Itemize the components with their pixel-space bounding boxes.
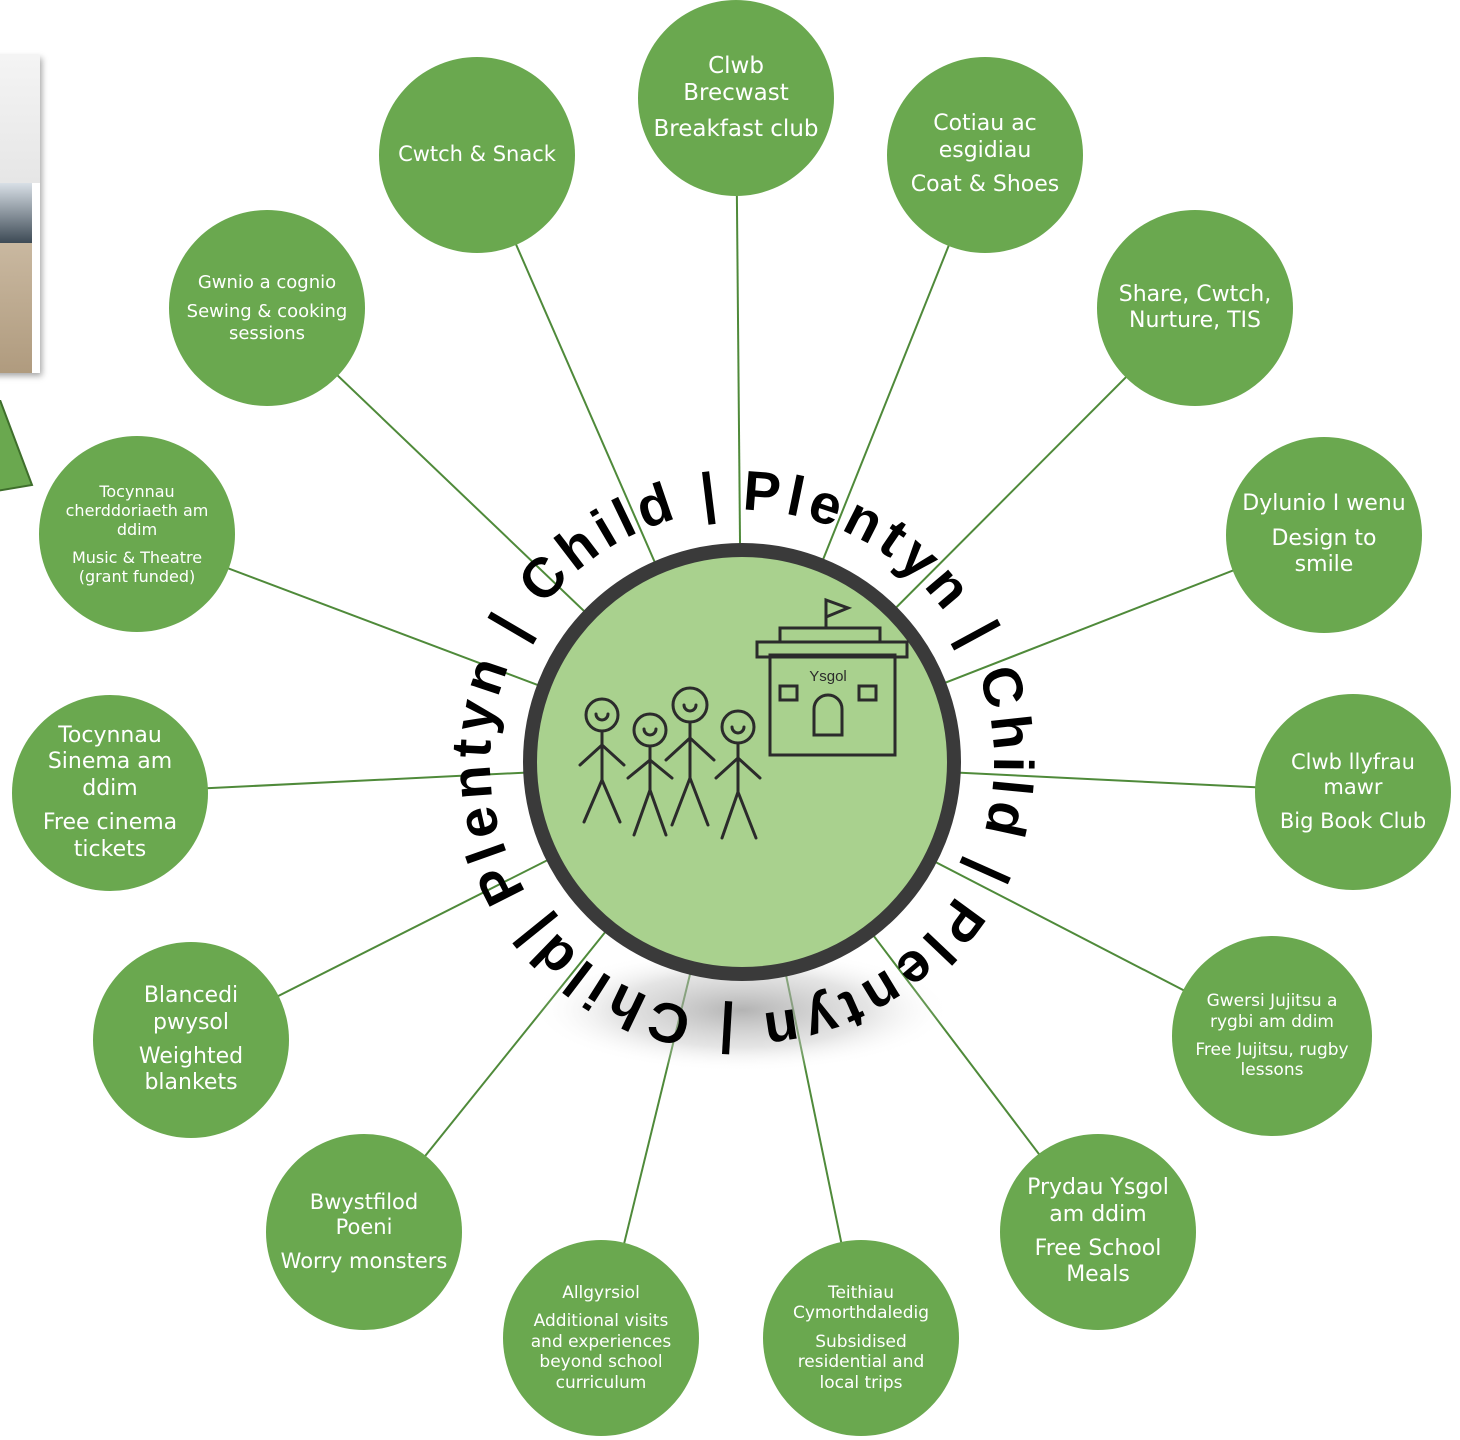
bubble-welsh-label: Share, Cwtch, Nurture, TIS bbox=[1118, 281, 1272, 333]
bubble-welsh-label: Bwystfilod Poeni bbox=[309, 1190, 419, 1240]
bubble-welsh-label: Clwb Brecwast bbox=[683, 52, 789, 107]
bubble-english-label: Worry monsters bbox=[280, 1248, 448, 1273]
school-icon bbox=[755, 597, 909, 757]
bubble-welsh-label: Clwb llyfrau mawr bbox=[1291, 750, 1415, 800]
bubble-welsh-label: Cotiau ac esgidiau bbox=[933, 111, 1037, 163]
bubble-welsh-label: Blancedi pwysol bbox=[143, 983, 239, 1035]
bubble-english-label: Additional visits and experiences beyond… bbox=[530, 1311, 672, 1393]
support-bubble: Share, Cwtch, Nurture, TIS bbox=[1097, 210, 1293, 406]
bubble-welsh-label: Gwnio a cognio bbox=[197, 271, 337, 293]
bubble-english-label: Music & Theatre (grant funded) bbox=[71, 547, 203, 586]
school-sign: Ysgol bbox=[809, 668, 847, 685]
bubble-english-label: Sewing & cooking sessions bbox=[186, 301, 348, 344]
bubble-english-label: Big Book Club bbox=[1279, 808, 1427, 833]
children-icon bbox=[578, 686, 762, 840]
bubble-welsh-label: Gwersi Jujitsu a rygbi am ddim bbox=[1206, 991, 1338, 1032]
bubble-english-label: Free cinema tickets bbox=[42, 810, 178, 862]
bubble-welsh-label: Cwtch & Snack bbox=[398, 142, 556, 167]
bubble-welsh-label: Dylunio I wenu bbox=[1242, 491, 1406, 517]
arrow-shape-fragment bbox=[0, 400, 34, 492]
bubble-english-label: Subsidised residential and local trips bbox=[797, 1331, 925, 1393]
bubble-english-label: Weighted blankets bbox=[138, 1044, 244, 1096]
photo-fragment bbox=[0, 55, 40, 373]
bubble-english-label: Breakfast club bbox=[653, 115, 819, 142]
bubble-english-label: Design to smile bbox=[1271, 525, 1377, 578]
bubble-welsh-label: Tocynnau cherddoriaeth am ddim bbox=[65, 482, 209, 540]
bubble-english-label: Free School Meals bbox=[1034, 1236, 1162, 1288]
bubble-welsh-label: Prydau Ysgol am ddim bbox=[1027, 1175, 1169, 1227]
support-bubble: Cwtch & Snack bbox=[379, 57, 575, 253]
bubble-welsh-label: Teithiau Cymorthdaledig bbox=[792, 1283, 930, 1324]
bubble-english-label: Coat & Shoes bbox=[910, 172, 1060, 198]
bubble-welsh-label: Tocynnau Sinema am ddim bbox=[47, 723, 173, 801]
center-shadow bbox=[532, 948, 952, 1072]
bubble-welsh-label: Allgyrsiol bbox=[562, 1283, 640, 1304]
bubble-english-label: Free Jujitsu, rugby lessons bbox=[1195, 1040, 1349, 1081]
